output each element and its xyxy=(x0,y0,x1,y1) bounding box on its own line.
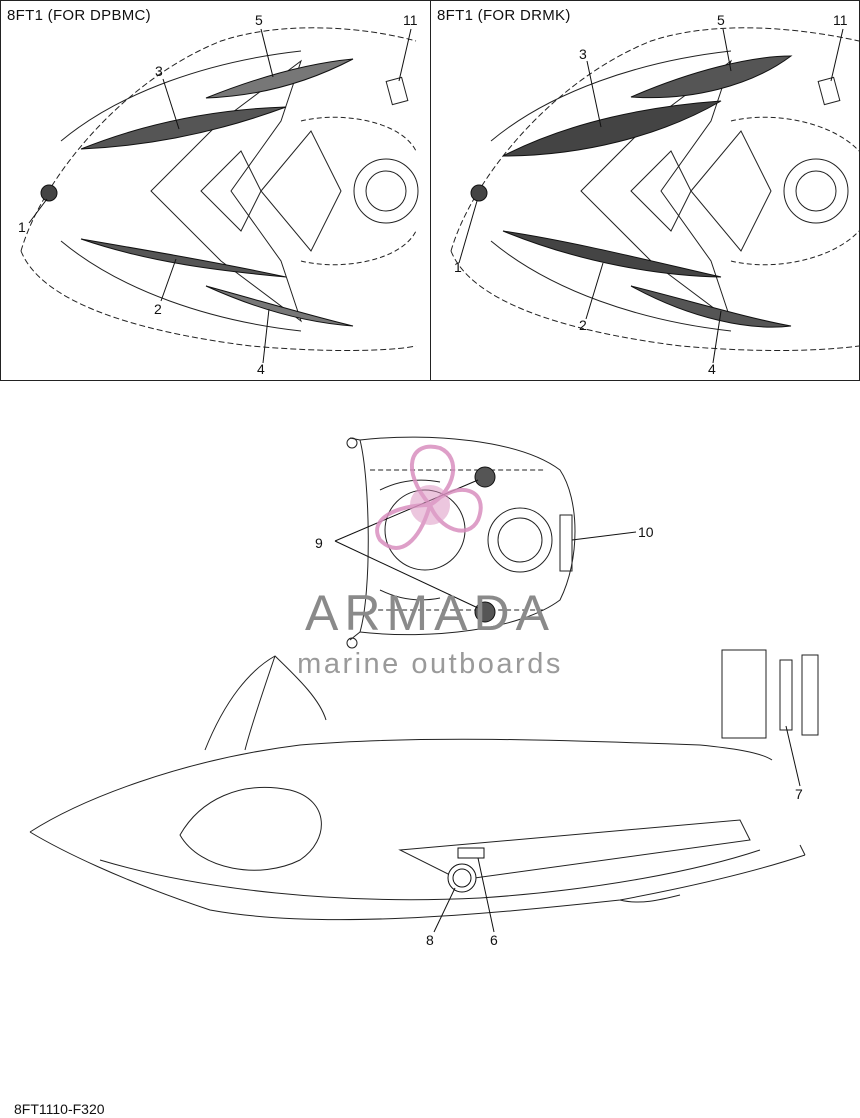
panel-title: 8FT1 (FOR DRMK) xyxy=(437,7,571,24)
callout-10: 10 xyxy=(638,524,654,540)
callout-3: 3 xyxy=(579,46,587,62)
watermark-subtitle: marine outboards xyxy=(297,648,563,680)
callout-4: 4 xyxy=(257,361,265,377)
callout-9: 9 xyxy=(315,535,323,551)
hull-top-view-drawing xyxy=(20,27,419,364)
callout-8: 8 xyxy=(426,932,434,948)
callout-3: 3 xyxy=(155,63,163,79)
callout-5: 5 xyxy=(255,12,263,28)
callout-11: 11 xyxy=(403,12,418,28)
diagram-code: 8FT1110-F320 xyxy=(14,1101,105,1117)
callout-4: 4 xyxy=(708,361,716,377)
callout-6: 6 xyxy=(490,932,498,948)
callout-11: 11 xyxy=(833,12,848,28)
callout-1: 1 xyxy=(454,259,462,275)
hull-top-view-drawing xyxy=(450,27,860,364)
panel-title: 8FT1 (FOR DPBMC) xyxy=(7,7,151,24)
callout-2: 2 xyxy=(579,317,587,333)
panel-drmk: 8FT1 (FOR DRMK) 1 2 xyxy=(430,0,860,381)
panel-dpbmc: 8FT1 (FOR DPBMC) 1 xyxy=(0,0,431,381)
callout-2: 2 xyxy=(154,301,162,317)
callout-1: 1 xyxy=(18,219,26,235)
watermark-title: ARMADA xyxy=(305,585,555,641)
callout-7: 7 xyxy=(795,786,803,802)
callout-5: 5 xyxy=(717,12,725,28)
